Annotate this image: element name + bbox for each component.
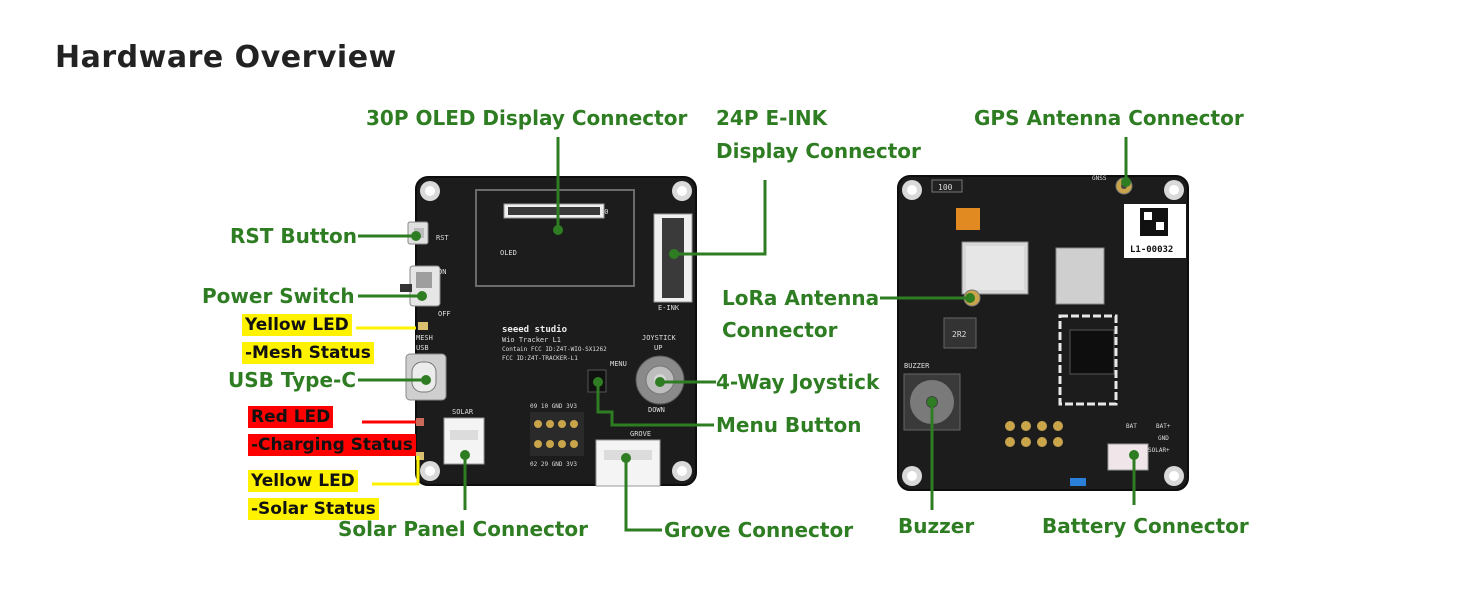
charging-led-part [416,418,424,426]
label-joystick: 4-Way Joystick [716,370,880,394]
oled-outline [475,189,635,287]
tag-red-led-1: Red LED [248,406,334,428]
back-board: 100 GNSS L1-00032 2R2 [897,175,1189,491]
mounting-hole [672,461,692,481]
mounting-hole [420,461,440,481]
tag-yellow-led-solar-1: Yellow LED [248,470,358,492]
silk-mesh: MESH [416,334,433,342]
label-power-switch: Power Switch [202,284,355,308]
capacitor-part [956,208,980,230]
label-eink-line1: 24P E-INK [716,106,828,130]
silk-rst: RST [436,234,449,242]
silk-gnd: GND [1158,435,1169,442]
silk-thirty: 30 [600,208,608,216]
front-board: OLED 30 E-INK RST ON OFF MESH USB SOLAR … [400,176,697,487]
leader-lines [358,137,1136,532]
tag-yellow-led-mesh-1: Yellow LED [242,314,352,336]
label-battery-connector: Battery Connector [1042,514,1249,538]
silk-oled: OLED [500,249,517,257]
silk-on: ON [438,268,446,276]
silk-down: DOWN [648,406,665,414]
mounting-hole [420,181,440,201]
label-solar-connector: Solar Panel Connector [338,517,589,541]
silk-up: UP [654,344,662,352]
label-eink-line2: Display Connector [716,139,921,163]
leader-menu [596,382,714,427]
label-buzzer: Buzzer [898,514,975,538]
silk-model: Wio Tracker L1 [502,336,561,344]
silk-eink: E-INK [658,304,680,312]
label-rst-button: RST Button [230,224,357,248]
mounting-hole [1164,466,1184,486]
label-lora-line1: LoRa Antenna [722,286,880,310]
gold-pads [1005,421,1063,447]
silk-resistor: 100 [938,183,953,192]
battery-connector-part [1107,443,1149,471]
mounting-hole [902,180,922,200]
mounting-hole [902,466,922,486]
pin-header [530,412,584,456]
leader-eink [674,180,767,256]
mesh-led-part [418,322,428,330]
silk-gnss: GNSS [1092,175,1107,182]
tag-yellow-led-mesh-2: -Mesh Status [242,342,374,364]
silk-bat: BAT [1126,423,1137,430]
leader-solar-led [372,456,420,486]
silk-pins-row2: 02 29 GND 3V3 [530,461,577,468]
silk-off: OFF [438,310,451,318]
silk-usb: USB [416,344,429,352]
label-usb-type-c: USB Type-C [228,368,357,392]
silk-pins-row1: 09 10 GND 3V3 [530,403,577,410]
silk-inductor: 2R2 [952,330,967,339]
mounting-hole [672,181,692,201]
tag-yellow-led-solar-2: -Solar Status [248,498,379,520]
led-leader-lines [356,326,420,486]
tag-red-led-2: -Charging Status [248,434,416,456]
label-menu-button: Menu Button [716,413,862,437]
silk-solar-plus: SOLAR+ [1148,447,1170,454]
silk-bat-plus: BAT+ [1156,423,1171,430]
silk-solar: SOLAR [452,408,474,416]
mcu-outline [1058,314,1118,406]
label-lora-line2: Connector [722,318,838,342]
silk-fcc-1: Contain FCC ID:Z4T-WIO-SX1262 [502,346,607,353]
label-gps-antenna: GPS Antenna Connector [974,106,1244,130]
leader-grove [624,458,662,532]
silk-grove: GROVE [630,430,651,438]
page-title: Hardware Overview [55,40,397,75]
silk-fcc-2: FCC ID:Z4T-TRACKER-L1 [502,355,578,362]
blue-led-part [1070,478,1086,486]
mcu-part [1069,329,1115,375]
leader-dots [411,177,1139,463]
gnss-module-part [1055,247,1105,305]
silk-joystick: JOYSTICK [642,334,677,342]
inductor-part [943,317,977,349]
mounting-hole [1164,180,1184,200]
silk-brand: seeed studio [502,324,567,335]
label-oled-connector: 30P OLED Display Connector [366,106,688,130]
qr-id-text: L1-00032 [1130,245,1173,255]
label-grove-connector: Grove Connector [664,518,854,542]
grove-connector-part [595,439,661,487]
silk-menu: MENU [610,360,627,368]
solar-led-part [416,452,424,460]
silk-buzzer: BUZZER [904,362,930,370]
resistor-part [931,179,963,193]
